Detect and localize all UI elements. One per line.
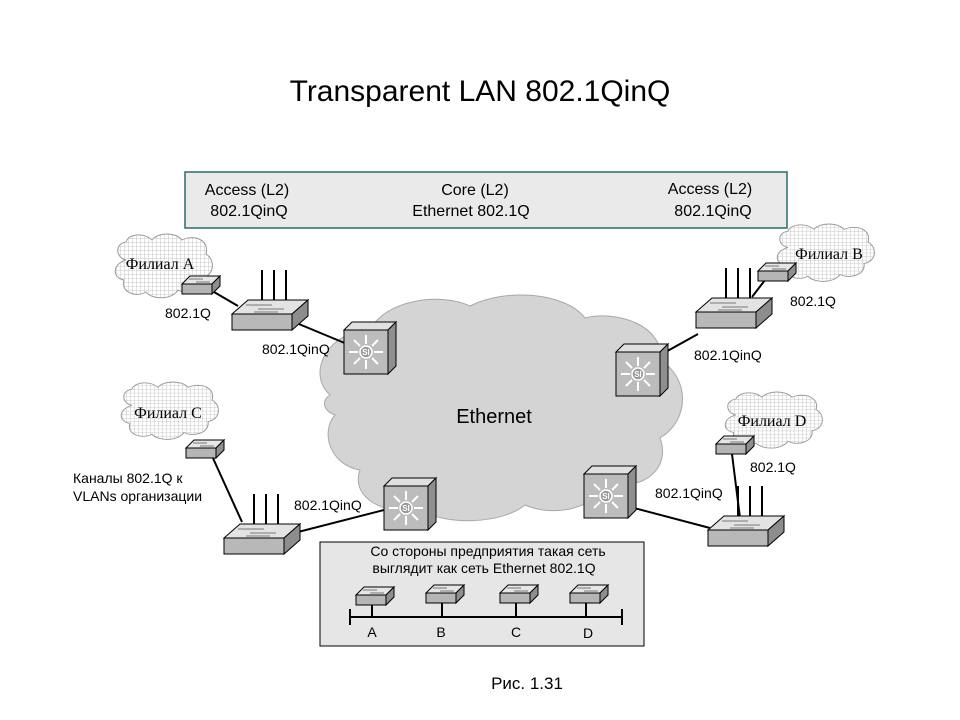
enterprise-node-label: A [367,624,377,640]
core-ethernet-cloud [319,294,683,522]
branch-c-switch [185,439,225,459]
access-switch-c [223,493,301,555]
branch-cloud-b: Филиал B [776,223,875,282]
branch-a-label: Филиал A [126,256,195,273]
link-d-core-big [633,507,711,529]
branch-c-label: Филиал C [134,405,202,422]
access-switch-a [231,269,309,331]
label-c-qinq: 802.1QinQ [294,497,362,513]
enterprise-node-d [569,584,609,617]
legend-center-line2: Ethernet 802.1Q [412,203,529,220]
label-a-qinq: 802.1QinQ [262,341,330,357]
figure-caption: Рис. 1.31 [491,674,563,693]
enterprise-node-label: C [511,624,521,640]
enterprise-node-label: D [583,625,593,641]
label-b-qinq: 802.1QinQ [694,347,762,363]
link-b-small-big [751,279,766,298]
core-label: Ethernet [456,406,532,428]
legend-center-line1: Core (L2) [441,182,509,199]
legend-right-line1: Access (L2) [668,181,752,198]
link-c-big-core [297,509,385,533]
link-c-small-big [211,455,243,523]
branch-a-switch [181,275,221,295]
link-a-small-big [213,291,239,307]
legend-left-line2: 802.1QinQ [210,203,287,220]
branch-d-label: Филиал D [738,413,807,430]
core-switch-nw [343,321,397,375]
enterprise-node-label: B [436,624,445,640]
label-d-qinq: 802.1QinQ [655,485,723,501]
enterprise-node-a [355,586,395,617]
branch-d-switch [715,435,755,455]
enterprise-node-b [425,584,465,617]
branch-cloud-d: Филиал D [724,391,823,449]
branch-b-label: Филиал B [795,246,863,263]
label-d-q: 802.1Q [750,459,796,475]
label-c-note-line2: VLANs организации [73,488,202,504]
link-a-big-core [293,321,348,345]
enterprise-node-c [499,584,539,617]
core-switch-ne [615,343,669,397]
legend-left-line1: Access (L2) [205,182,289,199]
core-switch-se [583,465,637,519]
label-b-q: 802.1Q [790,293,836,309]
legend-right-line2: 802.1QinQ [674,203,751,220]
enterprise-view-box: Со стороны предприятия такая сеть выгляд… [319,541,645,647]
enterprise-view-line1: Со стороны предприятия такая сеть [370,543,605,559]
label-a-q: 802.1Q [165,305,211,321]
branch-cloud-a: Филиал A [114,233,213,299]
diagram-title: Transparent LAN 802.1QinQ [290,75,671,108]
core-switch-sw [383,477,437,531]
label-c-note-line1: Каналы 802.1Q к [73,470,183,486]
enterprise-view-line2: выглядит как сеть Ethernet 802.1Q [372,560,595,576]
legend-box: Access (L2) 802.1QinQ Core (L2) Ethernet… [184,171,788,229]
branch-b-switch [757,262,797,282]
branch-cloud-c: Филиал C [120,381,219,440]
